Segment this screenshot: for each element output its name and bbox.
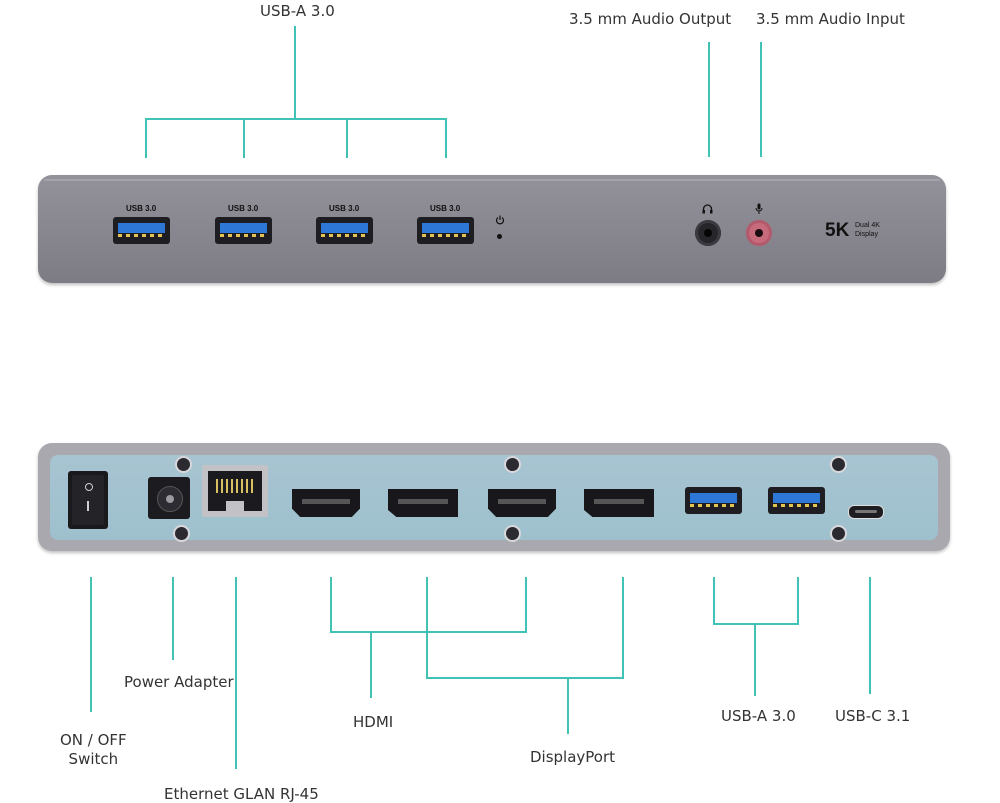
label-on-off-switch: ON / OFF Switch	[60, 731, 127, 769]
label-on-off-line2: Switch	[68, 750, 119, 768]
label-usb-a-back: USB-A 3.0	[721, 707, 796, 725]
usb-c-port	[848, 505, 884, 519]
callout-line-usb-front-stem	[294, 26, 296, 118]
label-on-off-line1: ON / OFF	[60, 731, 127, 749]
displayport-port-1	[388, 489, 458, 517]
front-usb-a-port-2	[215, 217, 272, 244]
callout-line-audio-output	[708, 42, 710, 157]
callout-line-usb-front-drop-2	[243, 118, 245, 158]
audio-output-jack	[695, 220, 721, 246]
hdmi-port-1	[292, 489, 360, 517]
callout-line-audio-input	[760, 42, 762, 157]
headphone-icon	[702, 204, 713, 214]
label-usb-a-front: USB-A 3.0	[260, 2, 335, 20]
label-usb-c: USB-C 3.1	[835, 707, 911, 725]
callout-line-dp-stem	[567, 677, 569, 734]
callout-line-usb-c	[869, 577, 871, 694]
callout-line-dp-drop-1	[426, 577, 428, 678]
callout-line-usb-back-drop-1	[713, 577, 715, 624]
screw-4	[504, 525, 521, 542]
hdmi-port-2	[488, 489, 556, 517]
label-audio-output: 3.5 mm Audio Output	[569, 10, 732, 28]
label-ethernet: Ethernet GLAN RJ-45	[164, 785, 319, 803]
callout-line-usb-back-bar	[713, 623, 799, 625]
callout-line-dp-drop-2	[622, 577, 624, 678]
screw-5	[830, 456, 847, 473]
screw-3	[504, 456, 521, 473]
label-audio-input: 3.5 mm Audio Input	[756, 10, 905, 28]
callout-line-hdmi-stem	[370, 631, 372, 698]
front-usb-a-port-3	[316, 217, 373, 244]
callout-line-hdmi-bar	[330, 631, 527, 633]
callout-line-ethernet	[235, 577, 237, 769]
dock-front-panel: USB 3.0 USB 3.0 USB 3.0 USB 3.0 5K Dual …	[38, 175, 946, 283]
callout-line-hdmi-drop-1	[330, 577, 332, 632]
label-hdmi: HDMI	[353, 713, 394, 731]
badge-display: Display	[855, 231, 878, 238]
screw-2	[173, 525, 190, 542]
callout-line-usb-front-drop-3	[346, 118, 348, 158]
callout-line-switch	[90, 577, 92, 712]
power-icon	[495, 215, 505, 225]
usb-label-2: USB 3.0	[228, 204, 259, 213]
front-usb-a-port-1	[113, 217, 170, 244]
on-off-switch	[68, 471, 108, 529]
callout-line-usb-back-stem	[754, 623, 756, 696]
callout-line-usb-front-drop-4	[445, 118, 447, 158]
rear-usb-a-port-2	[768, 487, 825, 514]
callout-line-usb-back-drop-2	[797, 577, 799, 624]
screw-6	[830, 525, 847, 542]
callout-line-dp-bar	[426, 677, 624, 679]
usb-label-3: USB 3.0	[329, 204, 360, 213]
audio-input-jack	[746, 220, 772, 246]
usb-label-1: USB 3.0	[126, 204, 157, 213]
callout-line-power	[172, 577, 174, 660]
ethernet-port	[202, 465, 268, 517]
screw-1	[175, 456, 192, 473]
dock-back-panel	[38, 443, 950, 551]
callout-line-usb-front-bar	[145, 118, 447, 120]
power-led	[497, 234, 502, 239]
badge-dual-4k: Dual 4K	[855, 222, 880, 229]
callout-line-usb-front-drop-1	[145, 118, 147, 158]
badge-5k: 5K	[825, 220, 850, 241]
microphone-icon	[755, 203, 763, 214]
front-usb-a-port-4	[417, 217, 474, 244]
usb-label-4: USB 3.0	[430, 204, 461, 213]
rear-usb-a-port-1	[685, 487, 742, 514]
power-adapter-port	[148, 477, 190, 519]
label-displayport: DisplayPort	[530, 748, 616, 766]
callout-line-hdmi-drop-2	[525, 577, 527, 632]
label-power-adapter: Power Adapter	[124, 673, 234, 691]
displayport-port-2	[584, 489, 654, 517]
